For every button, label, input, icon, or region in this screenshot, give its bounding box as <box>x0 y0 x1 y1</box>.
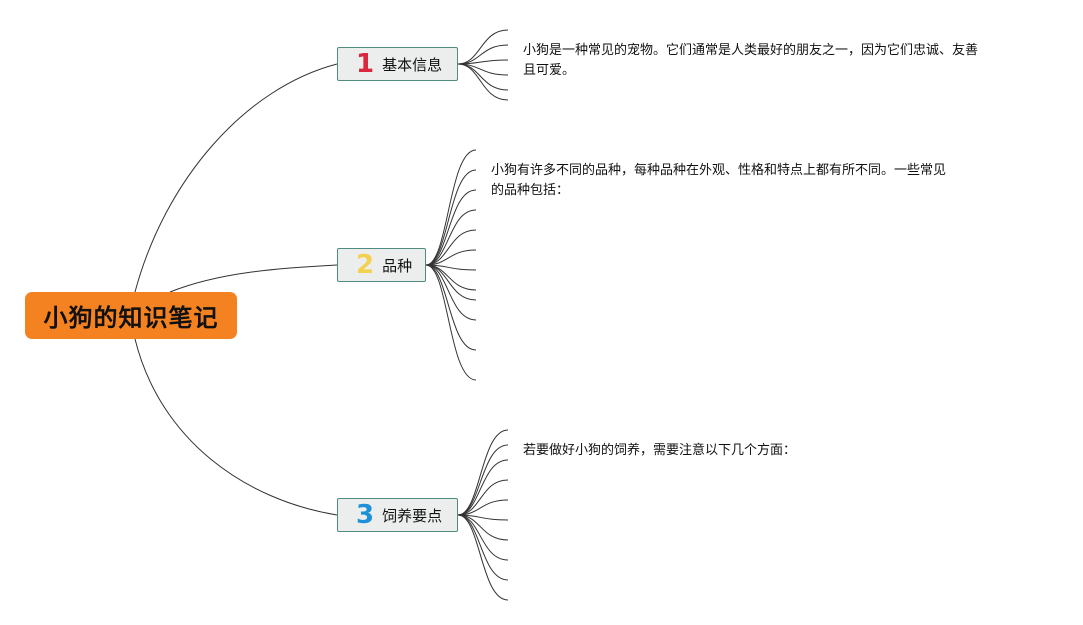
topic-basic-info[interactable]: 1 基本信息 <box>337 47 458 81</box>
number-2-icon: 2 <box>356 250 375 280</box>
connector-root-topic-1 <box>134 63 338 293</box>
description-line: 小狗有许多不同的品种，每种品种在外观、性格和特点上都有所不同。一些常见 <box>491 163 947 178</box>
fan-connector <box>457 29 509 65</box>
connector-root-topic-3 <box>134 338 338 516</box>
topic-breeds[interactable]: 2 品种 <box>337 248 426 282</box>
number-3-icon: 3 <box>356 500 375 530</box>
topic-label: 基本信息 <box>382 55 443 74</box>
fan-out-branch-3 <box>457 429 509 601</box>
fan-connector <box>425 229 477 266</box>
topic-label: 饲养要点 <box>382 506 443 525</box>
fan-connector <box>425 169 477 266</box>
fan-connector <box>457 429 509 516</box>
description-line: 小狗是一种常见的宠物。它们通常是人类最好的朋友之一，因为它们忠诚、友善 <box>523 43 979 58</box>
connector-root-topic-2 <box>169 264 338 293</box>
fan-connector <box>425 209 477 266</box>
fan-connector <box>457 479 509 516</box>
fan-connector <box>457 44 509 65</box>
fan-connector <box>425 264 477 301</box>
fan-connector <box>457 514 509 561</box>
basic-info-description: 小狗是一种常见的宠物。它们通常是人类最好的朋友之一，因为它们忠诚、友善 且可爱。 <box>523 41 1023 81</box>
number-1-icon: 1 <box>356 49 375 79</box>
fan-connector <box>425 264 477 381</box>
description-line: 且可爱。 <box>523 63 576 78</box>
fan-out-branch-1 <box>457 29 509 101</box>
fan-connector <box>457 459 509 516</box>
fan-connector <box>457 499 509 516</box>
topic-care-tips[interactable]: 3 饲养要点 <box>337 498 458 532</box>
fan-out-branch-2 <box>425 149 477 381</box>
care-tips-description: 若要做好小狗的饲养，需要注意以下几个方面： <box>523 441 943 461</box>
fan-connector <box>425 249 477 266</box>
fan-connector <box>425 149 477 266</box>
fan-connector <box>457 63 509 91</box>
fan-connector <box>457 444 509 516</box>
description-line: 若要做好小狗的饲养，需要注意以下几个方面： <box>523 443 797 458</box>
fan-connector <box>457 514 509 601</box>
description-line: 的品种包括： <box>491 183 570 198</box>
root-topic-label: 小狗的知识笔记 <box>43 304 219 332</box>
fan-connector <box>457 63 509 101</box>
fan-connector <box>425 189 477 266</box>
fan-connector <box>425 264 477 351</box>
breeds-description: 小狗有许多不同的品种，每种品种在外观、性格和特点上都有所不同。一些常见 的品种包… <box>491 161 1011 201</box>
fan-connector <box>457 514 509 581</box>
root-topic[interactable]: 小狗的知识笔记 <box>25 292 237 339</box>
topic-label: 品种 <box>382 256 413 275</box>
fan-connector <box>425 264 477 321</box>
